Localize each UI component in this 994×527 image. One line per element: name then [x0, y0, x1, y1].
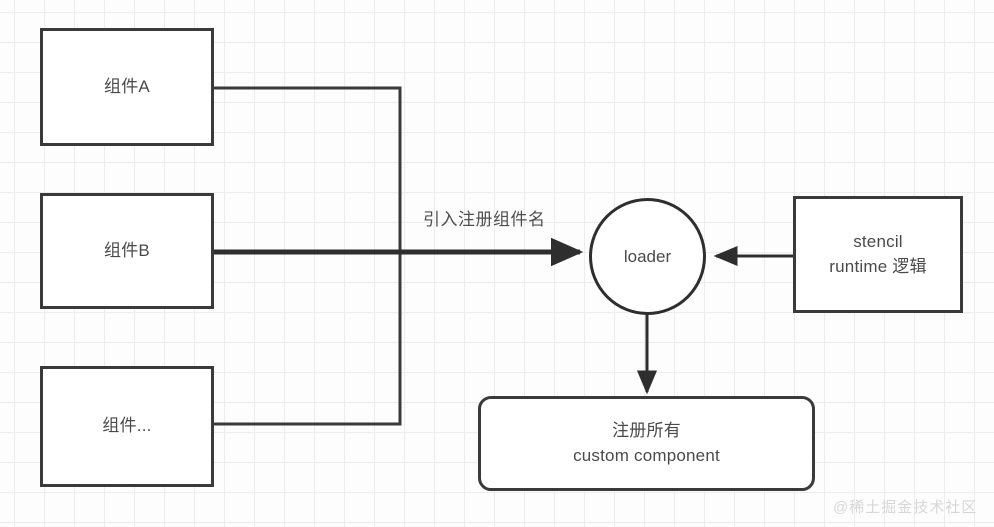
node-component-more[interactable]: 组件... — [40, 366, 214, 487]
node-loader-label: loader — [623, 246, 672, 266]
node-component-a-label: 组件A — [104, 76, 150, 96]
watermark: @稀土掘金技术社区 — [833, 499, 978, 516]
node-register-all-line2: custom component — [573, 445, 720, 465]
node-component-a[interactable]: 组件A — [40, 28, 214, 146]
edge-component-more-to-trunk — [213, 252, 402, 426]
node-register-all-line1: 注册所有 — [612, 420, 681, 440]
node-component-b[interactable]: 组件B — [40, 193, 214, 309]
node-stencil-runtime-line1: stencil — [853, 231, 903, 251]
node-component-b-label: 组件B — [104, 240, 150, 260]
edge-label-import-register: 引入注册组件名 — [423, 210, 546, 229]
node-stencil-runtime[interactable]: stencil runtime 逻辑 — [793, 196, 963, 313]
node-loader[interactable]: loader — [589, 198, 706, 315]
edge-component-a-to-trunk — [213, 86, 402, 252]
node-component-more-label: 组件... — [102, 416, 152, 436]
node-register-all[interactable]: 注册所有 custom component — [478, 396, 815, 491]
node-stencil-runtime-text: stencil runtime 逻辑 — [829, 230, 926, 279]
node-register-all-text: 注册所有 custom component — [573, 419, 720, 468]
node-stencil-runtime-line2: runtime 逻辑 — [829, 256, 927, 276]
